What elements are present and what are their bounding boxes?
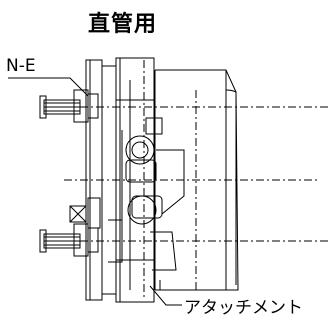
nut-end-label: N-E [6, 56, 36, 76]
diagram-title: 直管用 [88, 12, 158, 37]
center-lines [64, 60, 330, 300]
upper-bolt [39, 89, 99, 123]
attachment-leader [149, 285, 182, 306]
leader-lines [8, 77, 182, 306]
nut-end-leader [8, 77, 89, 97]
lower-bolt [39, 223, 99, 257]
attachment-label: アタッチメント [184, 298, 303, 318]
hatched-block [69, 197, 101, 229]
clamp-mechanism [108, 117, 185, 271]
